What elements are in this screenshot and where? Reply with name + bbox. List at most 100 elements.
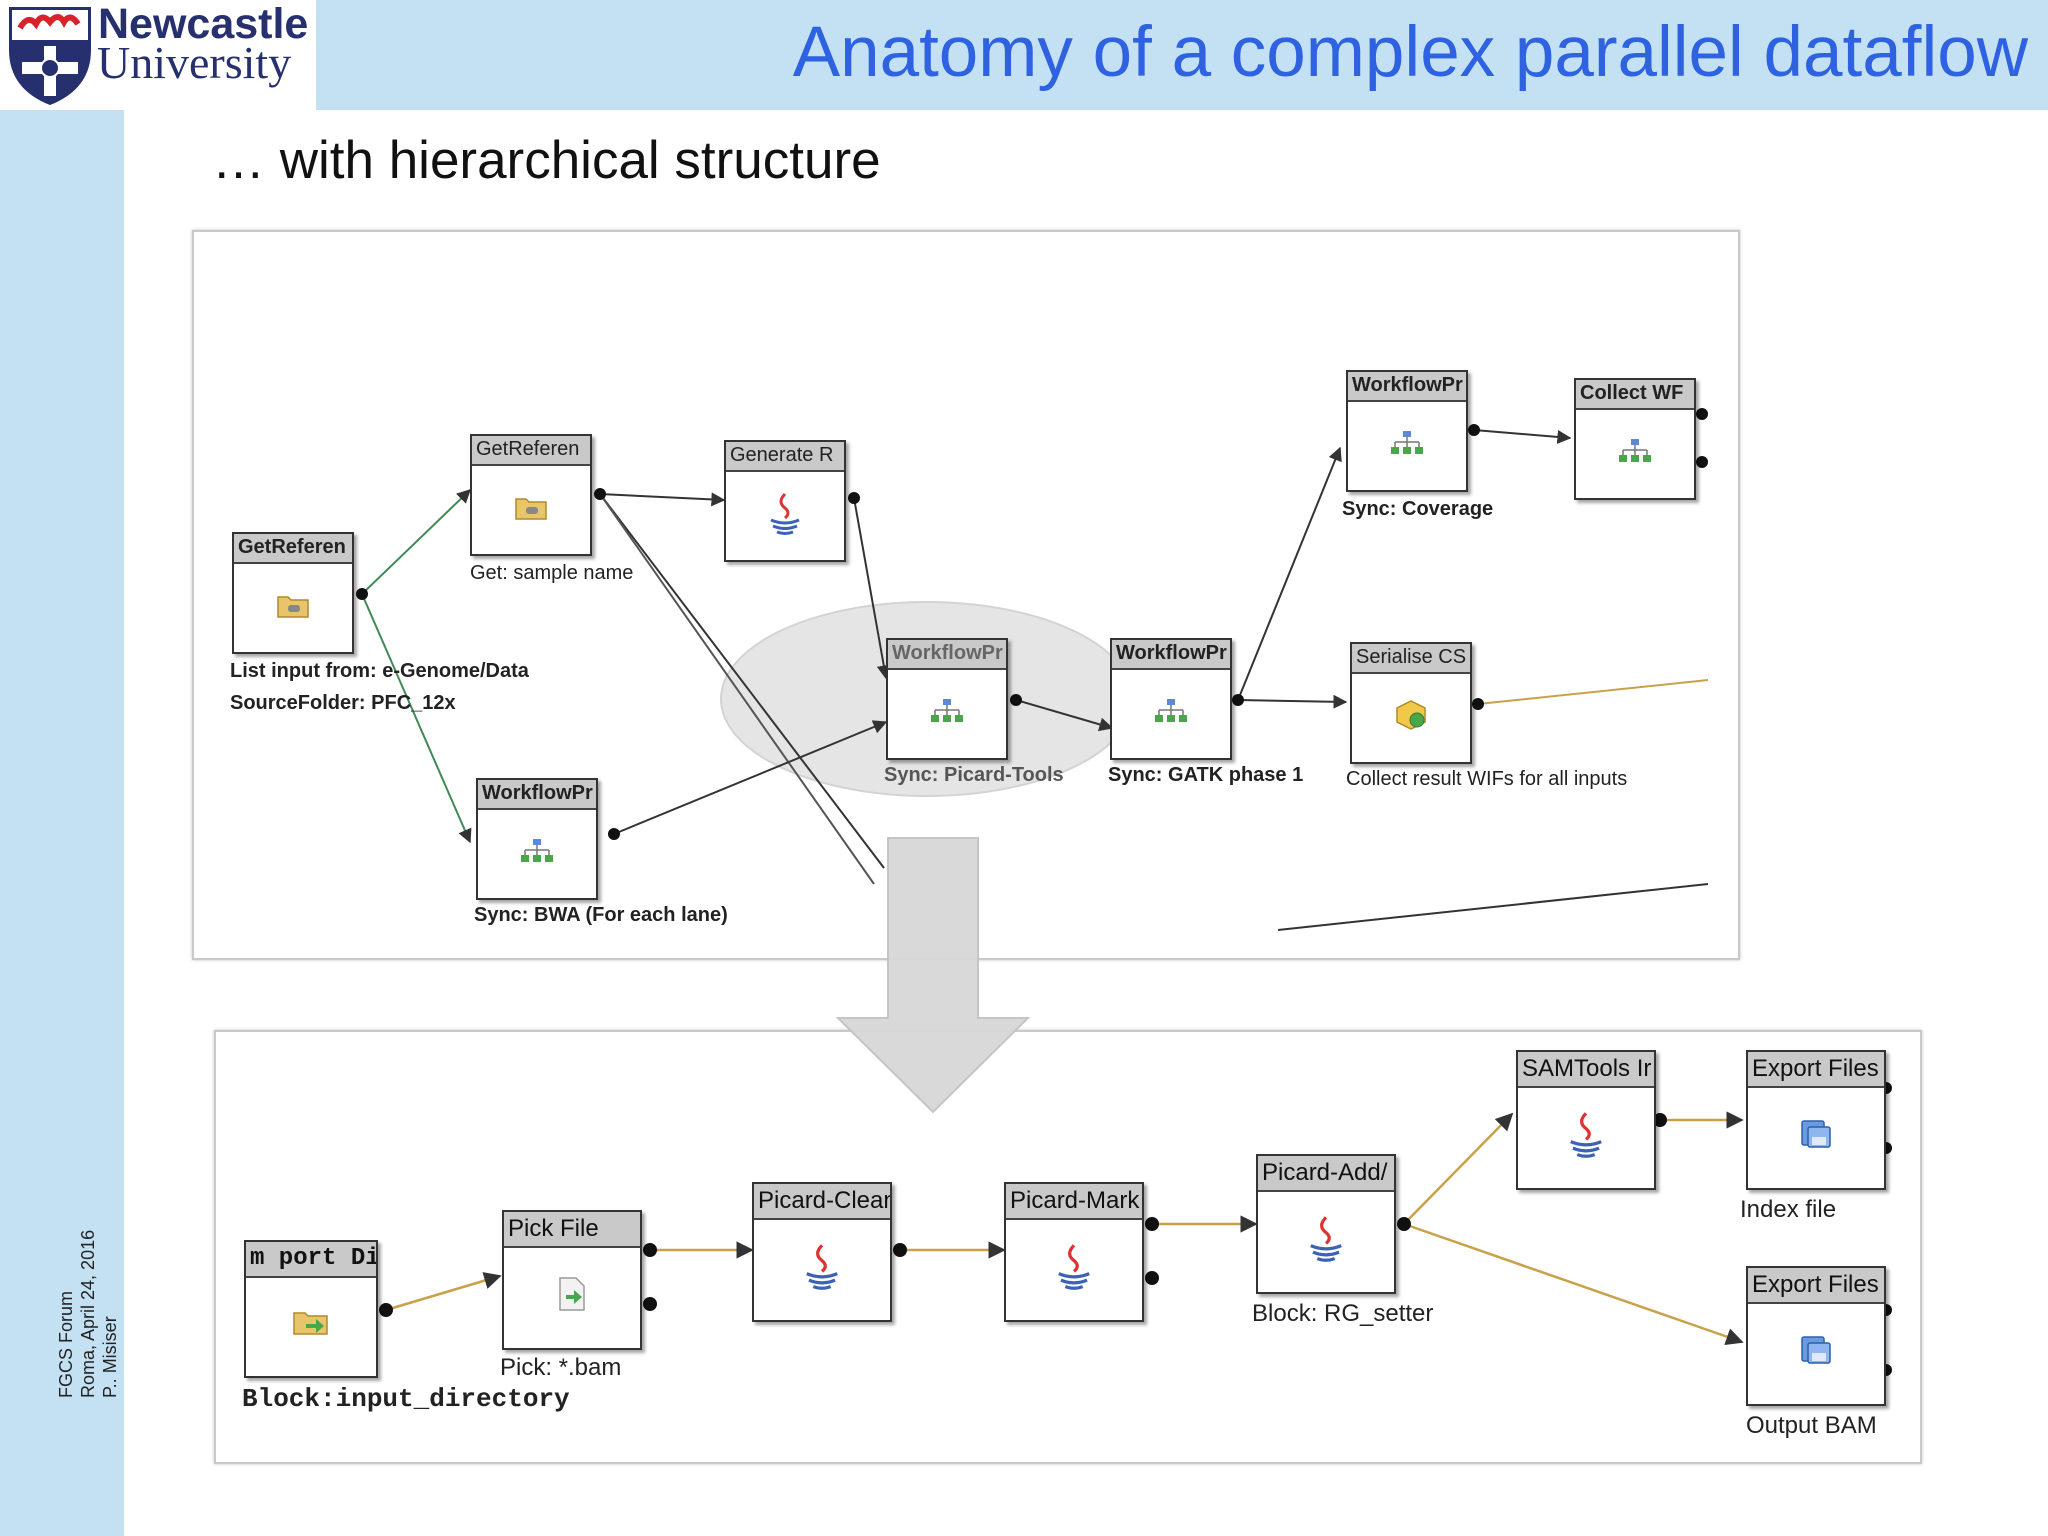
node-pick-file[interactable]: Pick File — [502, 1210, 642, 1350]
label-index-file: Index file — [1740, 1196, 1837, 1223]
java-icon — [806, 1243, 838, 1290]
port-t4 — [608, 828, 620, 840]
edge-b1-b2 — [385, 1272, 502, 1312]
node-samtools[interactable]: SAMTools Ir — [1516, 1050, 1656, 1190]
folder-icon — [277, 596, 309, 618]
port-t5 — [1010, 694, 1022, 706]
footer-credits: FGCS Forum Roma, April 24, 2016 P.. Misi… — [55, 1198, 121, 1398]
export-disk-icon — [1801, 1335, 1831, 1364]
edge-t5-t6 — [1015, 699, 1114, 732]
node-export-index[interactable]: Export Files — [1746, 1050, 1886, 1190]
edge-t7-t8 — [1473, 429, 1572, 444]
node-picard-add[interactable]: Picard-Add/ — [1256, 1154, 1396, 1294]
node-getreference-sample[interactable]: GetReferen — [470, 434, 592, 556]
top-edges-layer — [356, 408, 1709, 931]
node-picard-clean[interactable]: Picard-Clean — [752, 1182, 892, 1322]
edge-b5-b8 — [1403, 1222, 1744, 1346]
node-title: Collect WF — [1576, 380, 1694, 410]
node-picard-mark[interactable]: Picard-Mark — [1004, 1182, 1144, 1322]
port-b4a — [1145, 1217, 1159, 1231]
node-workflow-coverage[interactable]: WorkflowPr — [1346, 370, 1468, 492]
node-title: WorkflowPr — [1348, 372, 1466, 402]
edge-t3-t5 — [853, 497, 891, 680]
edge-t4-t5 — [613, 720, 888, 835]
node-workflow-picard[interactable]: WorkflowPr — [886, 638, 1008, 760]
bottom-edges — [385, 1111, 1744, 1346]
edge-b5-b6 — [1403, 1112, 1514, 1225]
node-title: Picard-Add/ — [1258, 1156, 1394, 1192]
node-import-dir[interactable]: m port Dir — [244, 1240, 378, 1378]
java-icon — [770, 492, 800, 535]
node-getreference-list[interactable]: GetReferen — [232, 532, 354, 654]
label-sync-gatk: Sync: GATK phase 1 — [1108, 764, 1304, 786]
port-t6 — [1232, 694, 1244, 706]
subworkflow-icon — [931, 698, 963, 722]
node-title: Picard-Clean — [754, 1184, 890, 1220]
node-title: Generate R — [726, 442, 844, 472]
edge-t1-t4 — [361, 593, 472, 844]
top-workflow-panel: GetReferen GetReferen Generate R Workflo… — [192, 230, 1740, 960]
crest-icon — [9, 7, 91, 106]
subworkflow-icon — [1391, 430, 1423, 454]
java-icon — [1570, 1111, 1602, 1158]
node-collect-wf[interactable]: Collect WF — [1574, 378, 1696, 500]
bottom-workflow-panel: m port Dir Pick File Picard-Clean Picard… — [214, 1030, 1922, 1464]
node-title: Pick File — [504, 1212, 640, 1248]
java-icon — [1058, 1243, 1090, 1290]
serialise-icon — [1396, 699, 1426, 730]
port-b5 — [1397, 1217, 1411, 1231]
footer-author: P.. Misiser — [100, 1316, 120, 1398]
port-t8b — [1696, 456, 1708, 468]
import-folder-icon — [293, 1312, 328, 1336]
java-icon — [1310, 1215, 1342, 1262]
edge-t6-t7 — [1237, 446, 1342, 701]
subworkflow-icon — [521, 838, 553, 862]
node-export-bam[interactable]: Export Files — [1746, 1266, 1886, 1406]
footer-date: Roma, April 24, 2016 — [78, 1229, 98, 1398]
port-t7 — [1468, 424, 1480, 436]
port-b2b — [643, 1297, 657, 1311]
label-block-input-directory: Block:input_directory — [242, 1384, 570, 1414]
edge-t2-down-a — [599, 493, 885, 869]
edge-t1-t2 — [361, 489, 472, 595]
logo-text-university: University — [97, 37, 292, 88]
port-b6 — [1653, 1113, 1667, 1127]
header-bar — [0, 0, 2048, 110]
subworkflow-icon — [1619, 438, 1651, 462]
node-title: m port Dir — [246, 1242, 376, 1278]
port-b3 — [893, 1243, 907, 1257]
subworkflow-icon — [1155, 698, 1187, 722]
node-serialise-cs[interactable]: Serialise CS — [1350, 642, 1472, 764]
node-workflow-bwa[interactable]: WorkflowPr — [476, 778, 598, 900]
port-b4b — [1145, 1271, 1159, 1285]
port-t2 — [594, 488, 606, 500]
slide-subtitle: … with hierarchical structure — [212, 131, 881, 190]
port-b2a — [643, 1243, 657, 1257]
label-block-rg-setter: Block: RG_setter — [1252, 1300, 1434, 1327]
node-generate-r[interactable]: Generate R — [724, 440, 846, 562]
label-collect-result: Collect result WIFs for all inputs — [1346, 768, 1628, 790]
node-title: Export Files — [1748, 1052, 1884, 1088]
footer-event: FGCS Forum — [56, 1290, 76, 1398]
top-ports — [356, 408, 1708, 840]
node-title: WorkflowPr — [888, 640, 1006, 670]
label-sync-coverage: Sync: Coverage — [1342, 498, 1494, 520]
label-sync-bwa: Sync: BWA (For each lane) — [474, 904, 728, 926]
file-pick-icon — [559, 1276, 585, 1311]
slide-title: Anatomy of a complex parallel dataflow — [792, 13, 2028, 92]
edge-t6-t9 — [1237, 694, 1348, 709]
node-title: SAMTools Ir — [1518, 1052, 1654, 1088]
left-sidebar-bar — [0, 0, 124, 1536]
port-t1 — [356, 588, 368, 600]
port-t9 — [1472, 698, 1484, 710]
label-source-folder: SourceFolder: PFC_12x — [230, 692, 456, 714]
node-title: Export Files — [1748, 1268, 1884, 1304]
label-get-sample-name: Get: sample name — [470, 562, 634, 584]
folder-icon — [515, 498, 547, 520]
label-sync-picard: Sync: Picard-Tools — [884, 764, 1064, 786]
edge-t9-out — [1477, 679, 1709, 705]
node-title: WorkflowPr — [1112, 640, 1230, 670]
export-disk-icon — [1801, 1119, 1831, 1148]
node-workflow-gatk[interactable]: WorkflowPr — [1110, 638, 1232, 760]
university-logo: Newcastle University — [0, 0, 316, 110]
